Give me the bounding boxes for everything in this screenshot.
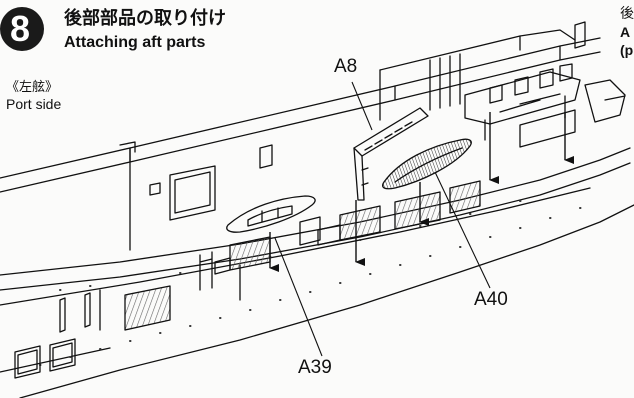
step-title-en: Attaching aft parts xyxy=(64,34,206,51)
hull-rivets xyxy=(39,200,582,366)
deckhouse-left xyxy=(119,141,273,251)
part-label-a40: A40 xyxy=(474,289,508,310)
superstructure-wall xyxy=(379,29,576,121)
part-a39-lifeboat xyxy=(226,195,316,233)
step-number: 8 xyxy=(9,8,31,49)
deck-lines xyxy=(0,187,591,331)
attach-arrows xyxy=(269,112,574,272)
side-label-en: Port side xyxy=(6,96,62,112)
step-badge-circle xyxy=(0,7,44,51)
corner-text-jp: 後 xyxy=(620,6,634,22)
part-a8-ladder xyxy=(353,107,429,201)
hull-upper-wall xyxy=(0,37,601,193)
side-label-jp: 《左舷》 xyxy=(6,80,59,95)
leader-lines xyxy=(274,81,491,357)
part-label-a39: A39 xyxy=(298,357,332,378)
part-label-a8: A8 xyxy=(334,56,358,77)
corner-text-a: A xyxy=(620,24,631,40)
step-title-jp: 後部部品の取り付け xyxy=(64,8,226,29)
hull-gunwale xyxy=(0,147,631,291)
forward-deckhouse xyxy=(464,21,626,148)
part-a40-boat xyxy=(381,138,472,190)
corner-text-p: (p xyxy=(620,42,634,58)
deck-fittings xyxy=(59,216,341,333)
lower-portholes xyxy=(14,338,76,379)
